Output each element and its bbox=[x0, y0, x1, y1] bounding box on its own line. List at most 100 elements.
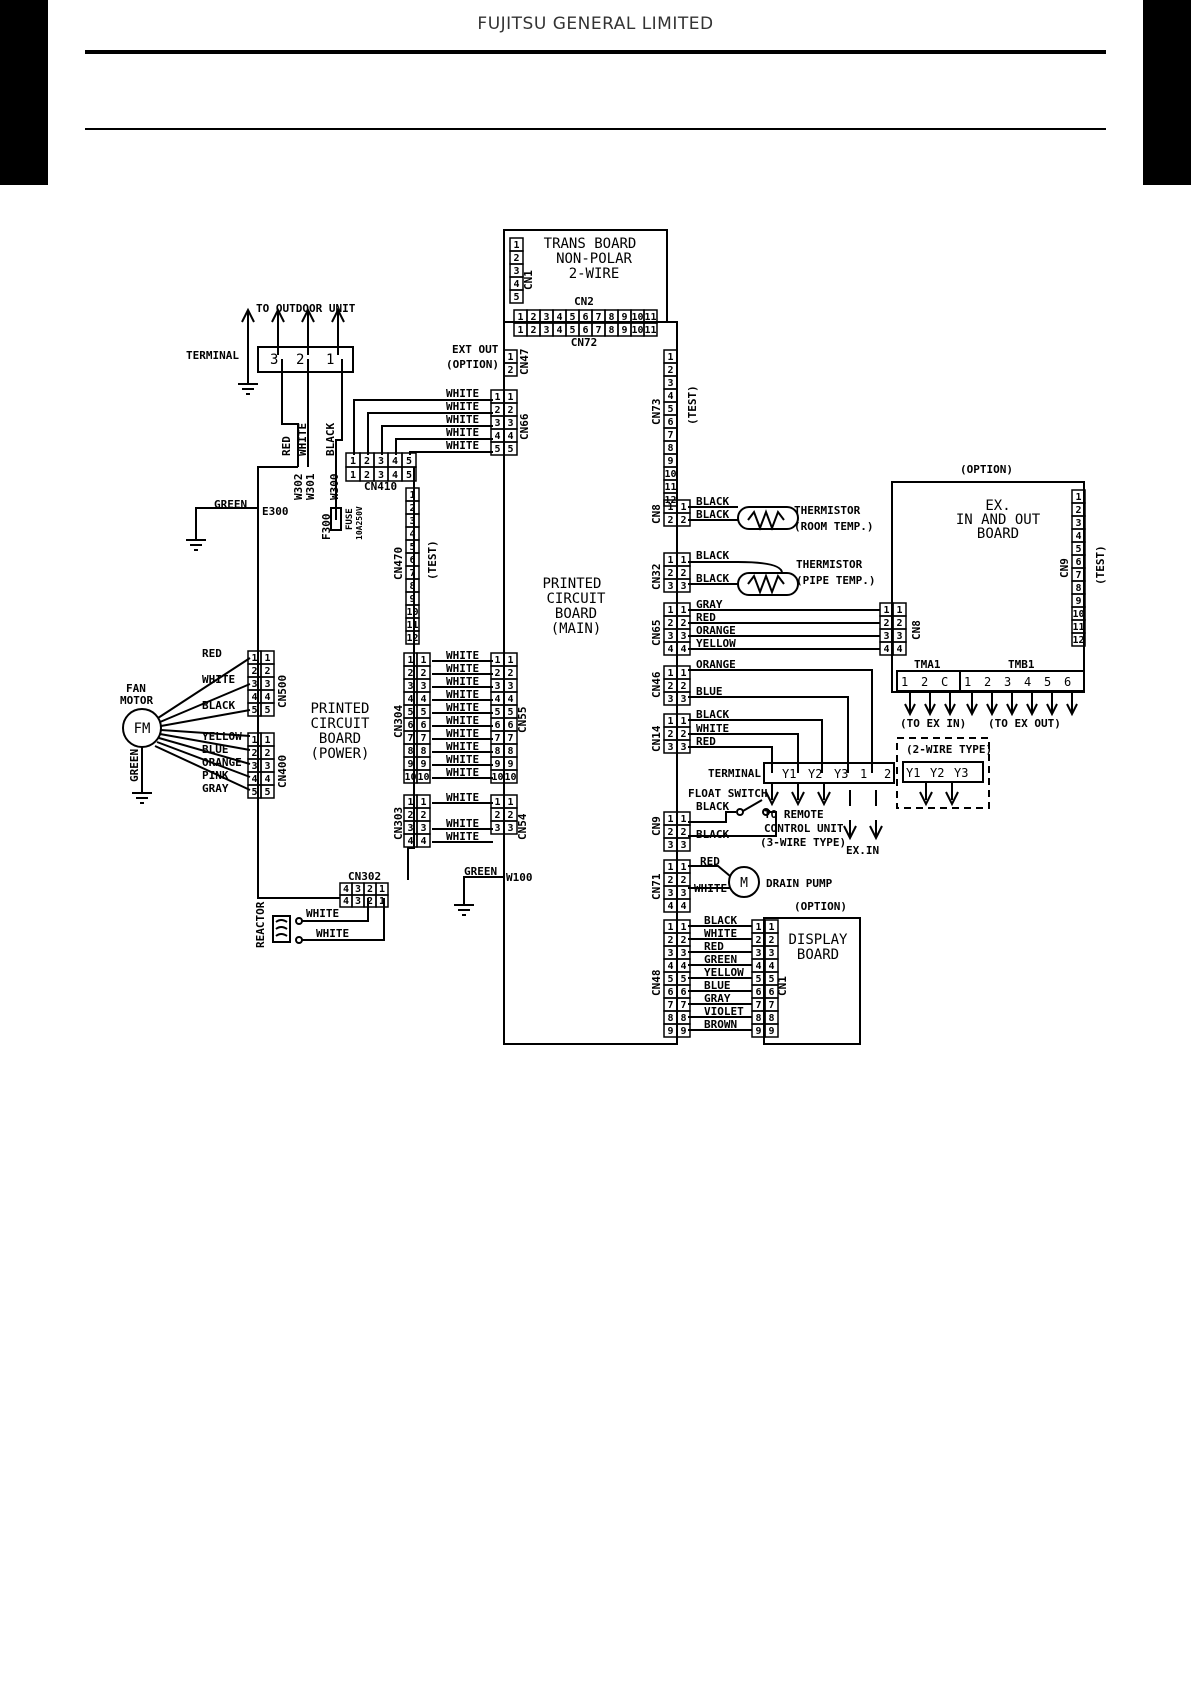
svg-text:1: 1 bbox=[680, 814, 686, 825]
w300-label: W300 bbox=[328, 474, 341, 501]
svg-text:5: 5 bbox=[251, 705, 257, 716]
svg-text:2: 2 bbox=[507, 810, 513, 821]
svg-text:3: 3 bbox=[667, 948, 673, 959]
w302-label: W302 bbox=[292, 474, 305, 501]
wire-cn48-9: BROWN bbox=[704, 1018, 737, 1031]
svg-text:3: 3 bbox=[543, 325, 549, 336]
main-pcb-title-4: (MAIN) bbox=[551, 621, 602, 637]
tmb1-terminal-3: 3 bbox=[1004, 675, 1011, 689]
svg-text:4: 4 bbox=[513, 279, 519, 290]
svg-text:2: 2 bbox=[494, 668, 500, 679]
svg-text:3: 3 bbox=[264, 679, 270, 690]
svg-text:3: 3 bbox=[667, 378, 673, 389]
svg-text:1: 1 bbox=[680, 862, 686, 873]
svg-text:9: 9 bbox=[494, 759, 500, 770]
svg-text:3: 3 bbox=[507, 681, 513, 692]
cn500-label: CN500 bbox=[276, 675, 289, 708]
svg-text:9: 9 bbox=[1075, 596, 1081, 607]
svg-text:8: 8 bbox=[608, 325, 614, 336]
svg-text:1: 1 bbox=[494, 797, 500, 808]
svg-text:8: 8 bbox=[507, 746, 513, 757]
svg-text:2: 2 bbox=[1075, 505, 1081, 516]
wire-cn14-red: RED bbox=[696, 735, 716, 748]
svg-text:4: 4 bbox=[494, 694, 500, 705]
svg-text:4: 4 bbox=[768, 961, 774, 972]
svg-text:2: 2 bbox=[409, 503, 415, 514]
ext-out-2: (OPTION) bbox=[446, 358, 499, 371]
svg-text:10: 10 bbox=[504, 772, 516, 783]
svg-text:10: 10 bbox=[404, 772, 416, 783]
to-remote-3: (3-WIRE TYPE) bbox=[760, 836, 846, 849]
svg-text:3: 3 bbox=[355, 896, 361, 907]
svg-text:3: 3 bbox=[667, 631, 673, 642]
tma1-terminal-c: C bbox=[941, 675, 948, 689]
svg-text:2: 2 bbox=[530, 325, 536, 336]
svg-text:5: 5 bbox=[406, 470, 412, 481]
svg-text:3: 3 bbox=[507, 823, 513, 834]
svg-text:4: 4 bbox=[251, 692, 257, 703]
svg-text:6: 6 bbox=[409, 555, 415, 566]
svg-text:3: 3 bbox=[896, 631, 902, 642]
svg-text:4: 4 bbox=[392, 456, 398, 467]
svg-text:2: 2 bbox=[667, 875, 673, 886]
svg-text:3: 3 bbox=[680, 742, 686, 753]
tmb1-terminal-6: 6 bbox=[1064, 675, 1071, 689]
ex-board-title-2: IN AND OUT bbox=[956, 512, 1041, 528]
svg-text:6: 6 bbox=[494, 720, 500, 731]
svg-text:3: 3 bbox=[768, 948, 774, 959]
wire-cn55-6: WHITE bbox=[446, 714, 479, 727]
svg-text:11: 11 bbox=[1072, 622, 1084, 633]
svg-text:5: 5 bbox=[494, 444, 500, 455]
svg-text:1: 1 bbox=[409, 490, 415, 501]
svg-text:3: 3 bbox=[494, 823, 500, 834]
svg-text:8: 8 bbox=[768, 1013, 774, 1024]
svg-text:3: 3 bbox=[420, 681, 426, 692]
wire-cn48-4: GREEN bbox=[704, 953, 737, 966]
svg-text:1: 1 bbox=[680, 922, 686, 933]
svg-text:4: 4 bbox=[680, 644, 686, 655]
wire-cn66-4: WHITE bbox=[446, 426, 479, 439]
reactor-label: REACTOR bbox=[254, 901, 267, 948]
display-board-title-1: DISPLAY bbox=[788, 932, 848, 948]
ex-option-label: (OPTION) bbox=[960, 463, 1013, 476]
svg-text:1: 1 bbox=[1075, 492, 1081, 503]
svg-text:3: 3 bbox=[883, 631, 889, 642]
svg-text:8: 8 bbox=[667, 443, 673, 454]
svg-text:3: 3 bbox=[507, 418, 513, 429]
wire-cn48-2: WHITE bbox=[704, 927, 737, 940]
wire-cn55-4: WHITE bbox=[446, 688, 479, 701]
svg-text:2: 2 bbox=[896, 618, 902, 629]
svg-text:2: 2 bbox=[364, 456, 370, 467]
svg-text:5: 5 bbox=[680, 974, 686, 985]
svg-text:1: 1 bbox=[667, 814, 673, 825]
svg-text:2: 2 bbox=[667, 827, 673, 838]
wire-w100-green: GREEN bbox=[464, 865, 497, 878]
two-wire-terminal-block bbox=[902, 761, 984, 783]
tmb1-terminal-5: 5 bbox=[1044, 675, 1051, 689]
cn410-label: CN410 bbox=[364, 480, 397, 493]
trans-board-title-1: TRANS BOARD bbox=[544, 236, 637, 252]
svg-text:1: 1 bbox=[350, 470, 356, 481]
remote-terminal-y1: Y1 bbox=[782, 767, 796, 781]
wire-cn8-2: BLACK bbox=[696, 508, 729, 521]
svg-text:3: 3 bbox=[667, 581, 673, 592]
svg-text:2: 2 bbox=[680, 875, 686, 886]
wire-cn55-7: WHITE bbox=[446, 727, 479, 740]
svg-text:7: 7 bbox=[494, 733, 500, 744]
svg-text:7: 7 bbox=[420, 733, 426, 744]
svg-text:3: 3 bbox=[264, 761, 270, 772]
svg-text:9: 9 bbox=[680, 1026, 686, 1037]
ex-cn9-test: (TEST) bbox=[1094, 545, 1107, 585]
header-rule-thin bbox=[85, 128, 1106, 130]
cn303-label: CN303 bbox=[392, 807, 405, 840]
cn66-label: CN66 bbox=[518, 413, 531, 440]
svg-text:3: 3 bbox=[378, 456, 384, 467]
svg-text:1: 1 bbox=[755, 922, 761, 933]
cn470-test: (TEST) bbox=[426, 540, 439, 580]
